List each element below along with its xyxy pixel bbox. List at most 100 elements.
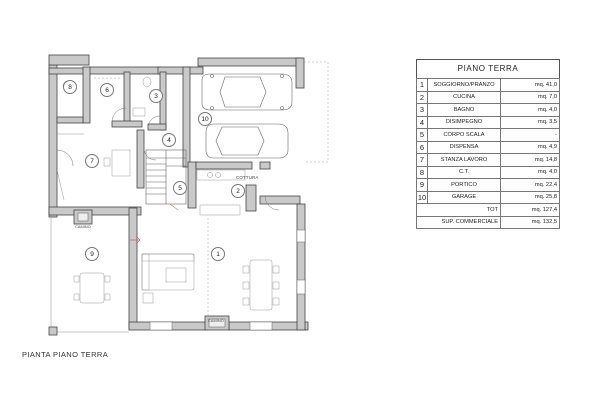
room-area: mq. 3,5 <box>500 115 560 129</box>
wall-garage-right <box>295 57 305 89</box>
room-number: 5 <box>416 128 428 142</box>
label-cottura: COTTURA <box>236 175 259 180</box>
room-marker-9: 9 <box>85 247 99 261</box>
room-area: mq. 4,0 <box>500 165 560 179</box>
wall-bottom-8 <box>56 116 84 124</box>
wall-kitchen-top-right <box>259 161 271 170</box>
kitchen-counter <box>196 169 246 181</box>
wall-left-upper <box>48 64 58 218</box>
room-number: 4 <box>416 115 428 129</box>
dining-table <box>242 259 280 311</box>
window-bottom-1 <box>149 321 173 331</box>
wall-bottom-3 <box>147 123 167 131</box>
room-marker-8: 8 <box>63 80 77 94</box>
room-marker-10: 10 <box>198 112 212 126</box>
door-swing-living <box>264 195 280 211</box>
room-number: 10 <box>416 190 428 204</box>
room-area: mq. 4,0 <box>500 103 560 117</box>
room-marker-5: 5 <box>173 181 187 195</box>
room-marker-1: 1 <box>211 247 225 261</box>
wall-garage-left <box>182 66 191 168</box>
porch-outline <box>50 217 129 333</box>
room-name: CORPO SCALA <box>427 128 501 142</box>
room-number: 3 <box>416 103 428 117</box>
coffee-table <box>165 267 187 283</box>
room-number: 6 <box>416 140 428 154</box>
area-table-title: PIANO TERRA <box>416 59 560 78</box>
room-name: STANZA LAVORO <box>427 153 501 167</box>
room-marker-6: 6 <box>100 83 114 97</box>
window-bottom-2 <box>249 321 273 331</box>
label-camino-1: CAMINO <box>75 225 91 229</box>
wall-top-4 <box>157 66 204 75</box>
room-number: 9 <box>416 178 428 192</box>
room-name: SOGGIORNO/PRANZO <box>427 78 501 92</box>
toilet <box>142 76 152 88</box>
room-marker-3: 3 <box>149 89 163 103</box>
total-label: TOT <box>416 203 501 217</box>
garage-cars <box>201 73 293 159</box>
room-area: mq. 14,8 <box>500 153 560 167</box>
wall-living-left <box>128 207 138 330</box>
window-right-2 <box>296 279 306 295</box>
sink-bath <box>132 107 146 117</box>
room-marker-7: 7 <box>85 154 99 168</box>
wall-stair-left <box>136 129 145 189</box>
room-name: CUCINA <box>427 90 501 104</box>
wall-living-right <box>296 203 306 331</box>
door-swing-3 <box>147 115 161 129</box>
commercial-label: SUP. COMMERCIALE <box>416 215 501 229</box>
room-area: mq. 7,0 <box>500 90 560 104</box>
room-marker-2: 2 <box>231 184 245 198</box>
porch-chairs <box>73 275 111 301</box>
room-number: 2 <box>416 90 428 104</box>
commercial-row: SUP. COMMERCIALE mq. 132,5 <box>416 215 560 229</box>
desk-chair <box>103 157 111 167</box>
kitchen-island <box>199 204 241 216</box>
boiler-chimney-inner <box>77 212 89 222</box>
plan-caption: PIANTA PIANO TERRA <box>22 350 109 359</box>
total-row: TOT mq. 127,4 <box>416 203 560 217</box>
wall-bottom-6 <box>111 120 143 128</box>
wall-top-8 <box>48 54 90 66</box>
room-name: DISPENSA <box>427 140 501 154</box>
wall-6-3 <box>123 71 131 125</box>
room-name: DISIMPEGNO <box>427 115 501 129</box>
wall-kitchen-right <box>245 184 257 212</box>
room-number: 7 <box>416 153 428 167</box>
desk <box>111 149 131 177</box>
wall-upper-right-bottom <box>259 195 301 205</box>
garage-canopy <box>304 61 329 163</box>
room-area: mq. 22,4 <box>500 178 560 192</box>
wall-8-6 <box>82 66 91 124</box>
room-marker-4: 4 <box>162 133 176 147</box>
room-name: PORTICO <box>427 178 501 192</box>
room-number: 1 <box>416 78 428 92</box>
sofa <box>141 253 195 291</box>
room-area: mq. 25,8 <box>500 190 560 204</box>
wall-kitchen-top <box>195 161 253 170</box>
room-area: mq. 41,0 <box>500 78 560 92</box>
fireplace-hearth <box>208 318 226 328</box>
staircase <box>145 149 187 205</box>
room-area: mq. 4,9 <box>500 140 560 154</box>
total-value: mq. 127,4 <box>500 203 560 217</box>
window-right-1 <box>296 229 306 243</box>
wall-stair-right <box>187 161 197 209</box>
room-number: 8 <box>416 165 428 179</box>
wall-bottom-7 <box>48 206 142 216</box>
wall-garage-top <box>197 57 303 67</box>
